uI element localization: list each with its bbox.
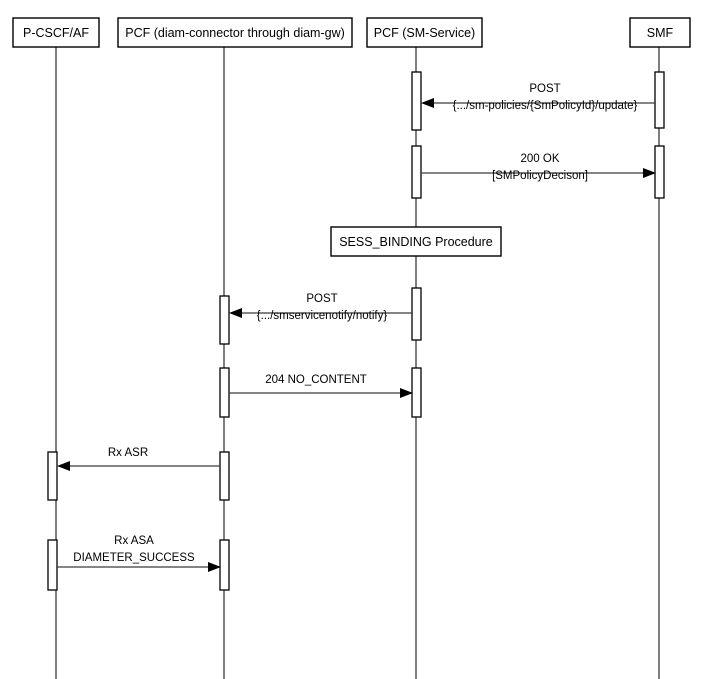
activation-bar-smf-2 — [654, 145, 665, 199]
messages-group: POST {.../sm-policies/{SmPolicyId}/updat… — [57, 83, 656, 572]
message-label-rx-asa-line1: Rx ASA — [114, 535, 154, 547]
activation-bar-p-cscf-af-2 — [47, 539, 58, 591]
actor-label-pcf-diam-connector: PCF (diam-connector through diam-gw) — [125, 26, 345, 40]
message-post-sm-policies-update[interactable]: POST {.../sm-policies/{SmPolicyId}/updat… — [421, 83, 655, 112]
activation-bar-pcf-diam-connector-4 — [219, 539, 230, 591]
actor-header-pcf-sm-service[interactable]: PCF (SM-Service) — [366, 17, 483, 48]
arrowhead-left-icon — [229, 308, 242, 318]
message-label-post-smservicenotify-line1: POST — [306, 293, 337, 305]
activation-bar-pcf-sm-service-4 — [411, 367, 422, 418]
arrowhead-left-icon — [421, 98, 434, 108]
message-204-no-content[interactable]: 204 NO_CONTENT — [229, 374, 413, 398]
fragment-label-sess-binding: SESS_BINDING Procedure — [339, 235, 493, 249]
actor-box-smf — [629, 17, 691, 48]
actor-box-pcf-diam-connector — [117, 17, 353, 48]
message-label-post-smservicenotify-line2: {.../smservicenotify/notify} — [257, 310, 388, 322]
actor-header-pcf-diam-connector[interactable]: PCF (diam-connector through diam-gw) — [117, 17, 353, 48]
message-label-rx-asa-line2: DIAMETER_SUCCESS — [73, 552, 195, 564]
actor-box-p-cscf-af — [12, 17, 100, 48]
arrowhead-right-icon — [208, 562, 221, 572]
activation-bar-pcf-sm-service-2 — [411, 145, 422, 199]
message-label-200-ok-line2: [SMPolicyDecison] — [492, 170, 588, 182]
message-label-post-sm-policies-update-line2: {.../sm-policies/{SmPolicyId}/update} — [453, 100, 638, 112]
actor-label-pcf-sm-service: PCF (SM-Service) — [374, 26, 475, 40]
lifelines-group — [55, 47, 660, 679]
activation-bars-group — [47, 71, 665, 591]
activation-bar-pcf-sm-service-3 — [411, 287, 422, 341]
actor-header-p-cscf-af[interactable]: P-CSCF/AF — [12, 17, 100, 48]
activation-bar-p-cscf-af-1 — [47, 451, 58, 501]
arrowhead-left-icon — [57, 461, 70, 471]
activation-bar-pcf-diam-connector-3 — [219, 451, 230, 501]
arrowhead-right-icon — [400, 388, 413, 398]
message-rx-asr[interactable]: Rx ASR — [57, 447, 220, 471]
activation-bar-pcf-sm-service-1 — [411, 71, 422, 131]
actor-label-p-cscf-af: P-CSCF/AF — [23, 26, 89, 40]
activation-bar-smf-1 — [654, 71, 665, 129]
actor-box-pcf-sm-service — [366, 17, 483, 48]
arrowhead-right-icon — [643, 168, 656, 178]
message-post-smservicenotify[interactable]: POST {.../smservicenotify/notify} — [229, 293, 412, 322]
message-label-post-sm-policies-update-line1: POST — [529, 83, 560, 95]
message-label-rx-asr: Rx ASR — [108, 447, 148, 459]
message-rx-asa[interactable]: Rx ASA DIAMETER_SUCCESS — [57, 535, 221, 572]
actor-headers-group: P-CSCF/AF PCF (diam-connector through di… — [12, 17, 691, 48]
actor-label-smf: SMF — [647, 26, 674, 40]
actor-header-smf[interactable]: SMF — [629, 17, 691, 48]
activation-bar-pcf-diam-connector-1 — [219, 295, 230, 345]
activation-bar-pcf-diam-connector-2 — [219, 367, 230, 418]
message-label-200-ok-line1: 200 OK — [521, 153, 560, 165]
message-label-204-no-content: 204 NO_CONTENT — [265, 374, 367, 386]
fragment-box-sess-binding — [330, 226, 502, 257]
fragment-sess-binding[interactable]: SESS_BINDING Procedure — [330, 226, 502, 257]
message-200-ok[interactable]: 200 OK [SMPolicyDecison] — [421, 153, 656, 182]
